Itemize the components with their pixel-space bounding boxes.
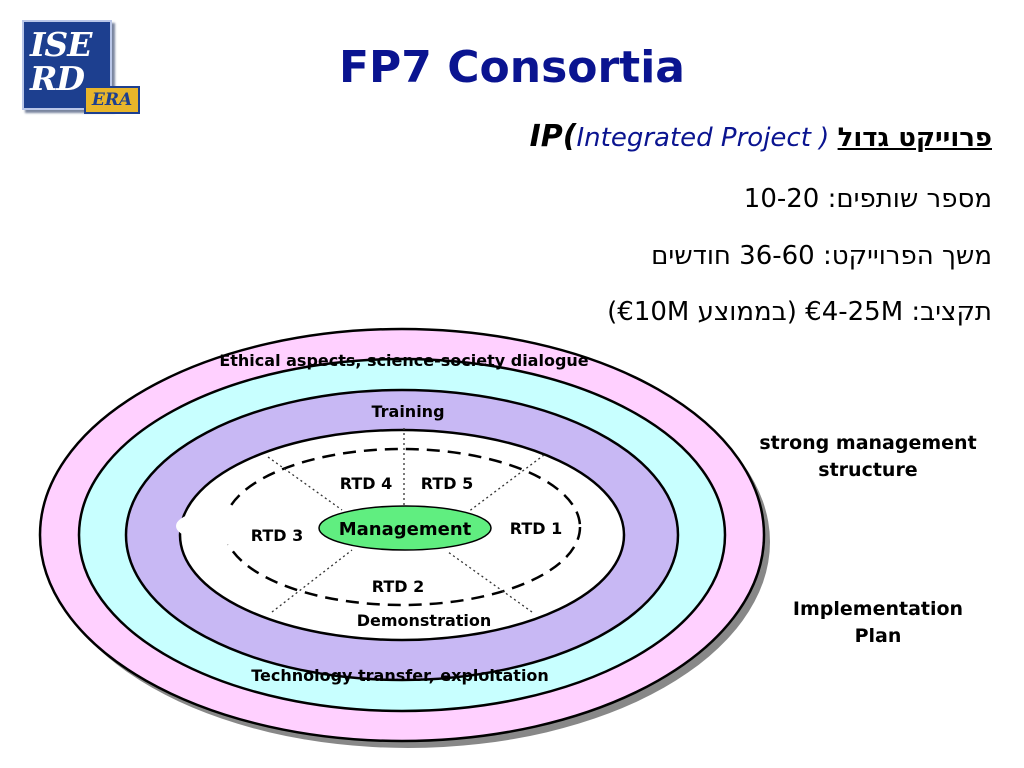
logo-line-2: RD bbox=[30, 59, 85, 98]
management-structure-label-line-2: structure bbox=[818, 459, 917, 481]
partners-label: מספר שותפים: bbox=[827, 184, 992, 214]
ip-close-paren: ) bbox=[819, 123, 830, 153]
duration-value: 36-60 חודשים bbox=[651, 241, 815, 271]
logo-box: ISE RD bbox=[22, 20, 112, 110]
divider-upper-right bbox=[467, 454, 545, 513]
demonstration-label: Demonstration bbox=[357, 611, 492, 630]
rtd4-label: RTD 4 bbox=[340, 474, 393, 493]
rtd5-label: RTD 5 bbox=[421, 474, 474, 493]
logo-line-1: ISE bbox=[30, 25, 92, 64]
technology-transfer-label: Technology transfer, exploitation bbox=[251, 666, 549, 685]
implementation-plan-label-line-2: Plan bbox=[855, 625, 902, 647]
budget-value: 4-25M€ (בממוצע 10M€) bbox=[607, 297, 904, 327]
training-label: Training bbox=[371, 402, 444, 421]
budget-line: תקציב: 4-25M€ (בממוצע 10M€) bbox=[607, 295, 992, 329]
divider-lower-left bbox=[271, 549, 353, 613]
budget-label: תקציב: bbox=[911, 297, 992, 327]
rtd3-box bbox=[176, 507, 300, 545]
duration-line: משך הפרוייקט: 36-60 חודשים bbox=[651, 239, 992, 273]
logo-era-tag: ERA bbox=[84, 86, 140, 114]
ip-line: IP(Integrated Project ) פרוייקט גדול bbox=[530, 120, 992, 155]
rtd-dashed-boundary bbox=[222, 447, 582, 607]
implementation-plan-label-line-1: Implementation bbox=[793, 598, 963, 620]
rtd3-label: RTD 3 bbox=[251, 526, 304, 545]
iserd-era-logo: ISE RD ERA bbox=[22, 20, 140, 114]
ip-abbreviation: IP bbox=[529, 119, 563, 154]
management-structure-label-line-1: strong management bbox=[759, 432, 976, 454]
management-core bbox=[318, 505, 492, 551]
duration-label: משך הפרוייקט: bbox=[823, 241, 992, 271]
divider-lower-right bbox=[447, 551, 533, 613]
slide-title: FP7 Consortia bbox=[338, 42, 685, 93]
divider-upper-left bbox=[267, 456, 343, 511]
rtd2-label: RTD 2 bbox=[372, 577, 425, 596]
ip-hebrew-label: פרוייקט גדול bbox=[837, 123, 992, 153]
rtd-divider-lines bbox=[267, 428, 545, 613]
ethical-aspects-label: Ethical aspects, science-society dialogu… bbox=[219, 351, 588, 370]
ip-open-paren: ( bbox=[562, 119, 577, 154]
partners-line: מספר שותפים: 10-20 bbox=[744, 182, 992, 216]
ip-full-name: Integrated Project bbox=[576, 123, 811, 153]
management-label: Management bbox=[339, 519, 472, 540]
rtd1-label: RTD 1 bbox=[510, 519, 563, 538]
partners-value: 10-20 bbox=[743, 184, 820, 214]
